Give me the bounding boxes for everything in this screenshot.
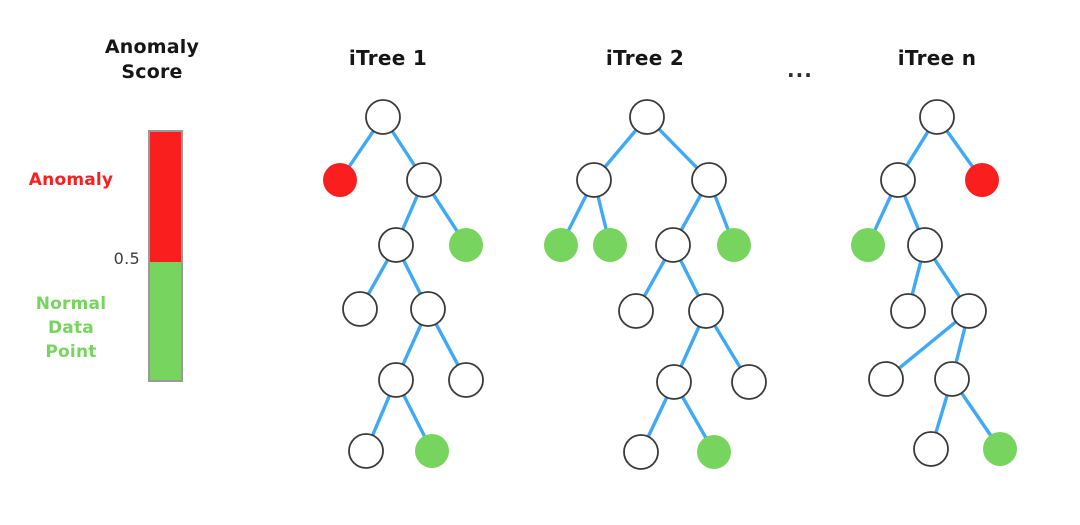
tree-group-2 (544, 99, 767, 470)
tree-title-2: iTree 2 (605, 46, 685, 70)
tree-node-normal (697, 435, 731, 469)
tree-edge (959, 391, 993, 437)
threshold-value-label: 0.5 (113, 249, 140, 268)
tree-series-ellipsis: ... (787, 58, 813, 82)
tree-edge (873, 193, 893, 232)
anomaly-legend-label: Anomaly (28, 170, 114, 190)
tree-edge (713, 194, 730, 231)
tree-node-internal (618, 293, 654, 329)
tree-node-internal (629, 99, 665, 135)
tree-edge (678, 258, 701, 298)
tree-edge (401, 258, 423, 296)
tree-edge (646, 395, 669, 439)
anomaly-score-title-line1: Anomaly (104, 36, 200, 58)
tree-node-internal (731, 364, 767, 400)
colorbar-anomaly-segment (150, 132, 181, 262)
normal-legend-label: Normal Data Point (6, 292, 136, 364)
tree-node-internal (656, 364, 692, 400)
tree-node-internal (365, 99, 401, 135)
tree-node-normal (851, 228, 885, 262)
tree-node-normal (449, 228, 483, 262)
tree-node-anomaly (323, 163, 357, 197)
colorbar-normal-segment (150, 262, 181, 380)
tree-node-internal (342, 291, 378, 327)
tree-edge (370, 393, 392, 438)
tree-nodes (851, 99, 1017, 467)
tree-node-internal (623, 434, 659, 470)
tree-node-anomaly (965, 163, 999, 197)
tree-edge (347, 129, 376, 168)
tree-node-internal (691, 162, 727, 198)
tree-node-internal (410, 291, 446, 327)
tree-node-internal (378, 227, 414, 263)
tree-edge (713, 323, 742, 370)
tree-edge (680, 395, 708, 439)
tree-nodes (323, 99, 484, 469)
tree-node-internal (448, 362, 484, 398)
tree-edge (905, 129, 930, 168)
anomaly-score-colorbar (148, 130, 183, 382)
tree-edge (401, 322, 423, 367)
tree-edge (431, 192, 459, 233)
tree-edge (642, 258, 667, 298)
tree-edge (897, 320, 958, 370)
tree-edge (566, 193, 589, 232)
tree-node-internal (880, 162, 916, 198)
normal-legend-label-line3: Point (45, 342, 97, 362)
normal-legend-label-line2: Data (48, 318, 94, 338)
tree-edge (932, 257, 962, 299)
tree-group-3 (851, 99, 1017, 467)
tree-edge (954, 325, 967, 365)
tree-node-normal (593, 228, 627, 262)
tree-edge (679, 324, 701, 369)
anomaly-score-title-line2: Score (121, 61, 183, 83)
tree-edge (401, 193, 419, 232)
tree-node-internal (913, 431, 949, 467)
tree-node-normal (983, 432, 1017, 466)
tree-node-internal (907, 227, 943, 263)
tree-group-1 (323, 99, 484, 469)
tree-edges (347, 129, 460, 438)
tree-edge (366, 258, 390, 296)
tree-node-internal (868, 361, 904, 397)
tree-edge (945, 129, 974, 168)
tree-edge (657, 127, 699, 170)
tree-edges (873, 129, 993, 437)
tree-node-normal (544, 228, 578, 262)
anomaly-score-title: Anomaly Score (72, 35, 232, 85)
normal-legend-label-line1: Normal (35, 294, 107, 314)
tree-edge (679, 193, 703, 232)
tree-node-internal (406, 162, 442, 198)
tree-edge (434, 322, 460, 367)
tree-edge (910, 259, 923, 297)
tree-edge (390, 129, 417, 168)
tree-edge (596, 194, 608, 231)
tree-edge (902, 193, 921, 232)
tree-node-internal (688, 293, 724, 329)
tree-node-normal (717, 228, 751, 262)
tree-title-3: iTree n (897, 46, 977, 70)
tree-node-internal (934, 361, 970, 397)
tree-edge (603, 128, 638, 169)
tree-node-normal (415, 434, 449, 468)
tree-node-internal (919, 99, 955, 135)
tree-edge (401, 393, 427, 438)
tree-node-internal (348, 433, 384, 469)
tree-title-1: iTree 1 (348, 46, 428, 70)
tree-node-internal (576, 162, 612, 198)
tree-nodes (544, 99, 767, 470)
tree-node-internal (890, 293, 926, 329)
tree-node-internal (655, 227, 691, 263)
tree-node-internal (378, 362, 414, 398)
tree-node-internal (951, 293, 987, 329)
tree-edge (934, 393, 949, 435)
tree-edges (566, 127, 742, 439)
